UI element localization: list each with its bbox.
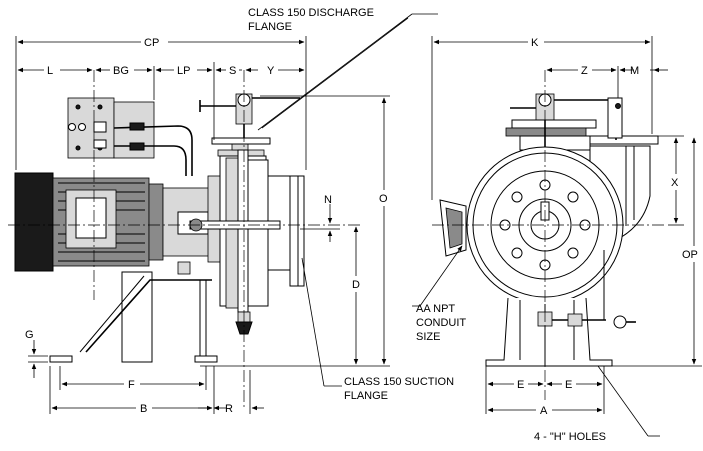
dim-a: A	[540, 405, 548, 417]
dim-o: O	[379, 193, 388, 205]
callout-conduit-line2: CONDUIT	[416, 317, 466, 329]
dim-d: D	[352, 279, 360, 291]
dim-n: N	[324, 194, 332, 206]
dim-g: G	[25, 329, 34, 341]
dim-e-left: E	[517, 379, 524, 391]
dim-b: B	[140, 403, 147, 415]
callout-conduit-line1: AA NPT	[416, 303, 455, 315]
callout-conduit-line3: SIZE	[416, 331, 440, 343]
dim-s: S	[229, 65, 236, 77]
callout-discharge-line1: CLASS 150 DISCHARGE	[248, 7, 374, 19]
dim-f: F	[128, 379, 135, 391]
dim-m: M	[630, 65, 639, 77]
callout-discharge-line2: FLANGE	[248, 21, 292, 33]
dim-k: K	[531, 37, 539, 49]
base-frame	[49, 271, 218, 363]
dim-l: L	[47, 65, 53, 77]
dim-y: Y	[267, 65, 275, 77]
callout-suction-line1: CLASS 150 SUCTION	[344, 376, 454, 388]
motor	[14, 172, 221, 275]
side-view: CP L BG LP S Y O D N	[8, 7, 454, 415]
callout-holes: 4 - "H" HOLES	[534, 431, 606, 443]
control-box	[67, 97, 193, 176]
dim-e-right: E	[565, 379, 572, 391]
dim-op: OP	[682, 249, 698, 261]
dim-x: X	[671, 177, 679, 189]
dim-bg: BG	[113, 65, 129, 77]
pedestal	[485, 250, 636, 367]
front-view: K Z M X OP E E A AA NPT	[412, 36, 702, 443]
dim-r: R	[225, 403, 233, 415]
dim-lp: LP	[177, 65, 190, 77]
callout-suction-line2: FLANGE	[344, 390, 388, 402]
dim-z: Z	[581, 65, 588, 77]
dim-cp: CP	[144, 37, 159, 49]
